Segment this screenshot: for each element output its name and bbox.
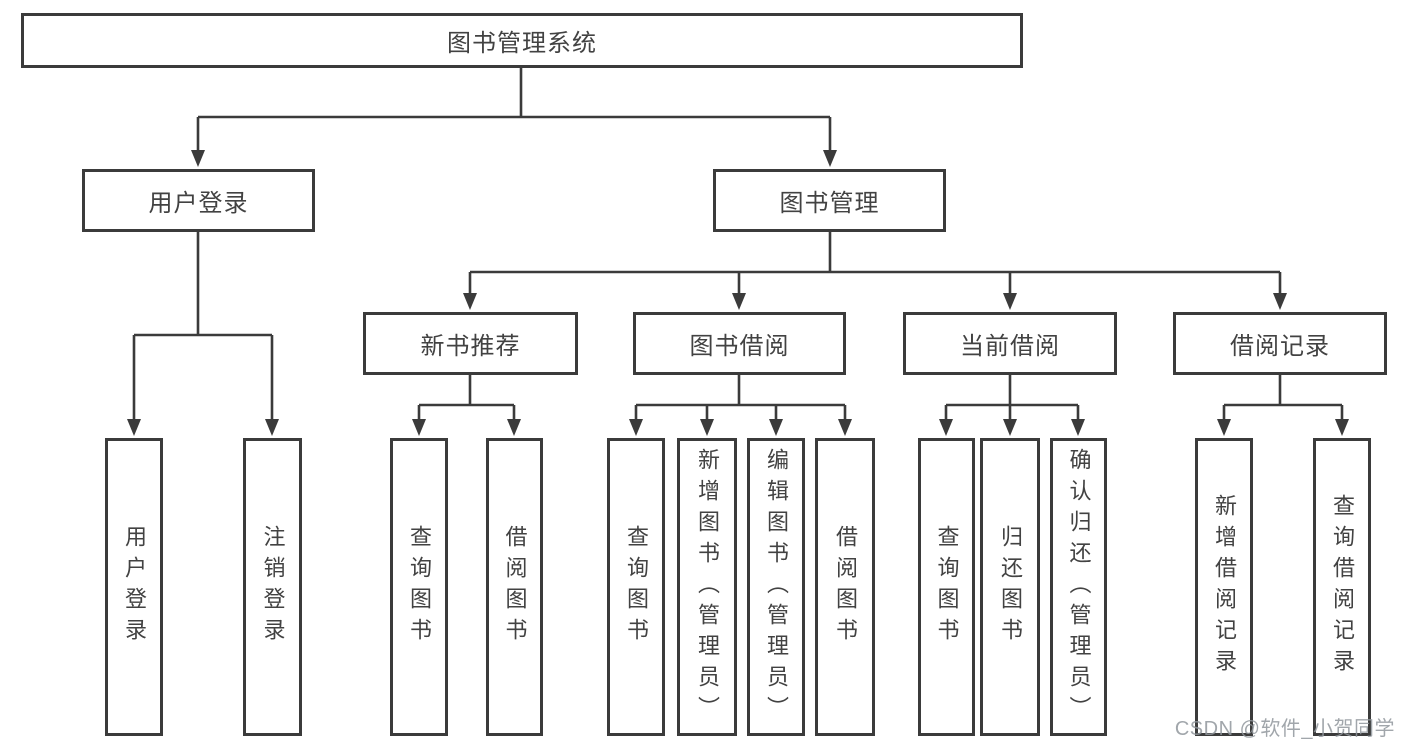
node-borrow-records-label: 借阅记录 [1230,333,1330,360]
connector-root-to-level2 [196,68,832,153]
leaf-user-login: 用户登录 [105,438,163,736]
node-book-management: 图书管理 [713,169,946,232]
node-book-management-label: 图书管理 [779,190,880,217]
leaf-bb-borrow-book-label: 借阅图书 [833,525,858,649]
connector-borrow-records-branch [1222,375,1344,421]
leaf-br-query-record-label: 查询借阅记录 [1330,494,1355,680]
leaf-br-add-record: 新增借阅记录 [1195,438,1253,736]
leaf-br-query-record: 查询借阅记录 [1313,438,1371,736]
leaf-bb-query-book-label: 查询图书 [624,525,649,649]
leaf-bb-add-book-admin-label: 新增图书（管理员） [695,447,720,727]
node-current-borrow-label: 当前借阅 [960,333,1060,360]
leaf-bb-edit-book-admin: 编辑图书（管理员） [747,438,805,736]
leaf-bb-add-book-admin: 新增图书（管理员） [677,438,737,736]
node-root-label: 图书管理系统 [447,30,597,57]
connector-book-mgmt-branch [468,232,1282,295]
node-new-book-recommend-label: 新书推荐 [420,333,521,360]
leaf-user-login-label: 用户登录 [122,525,147,649]
connector-user-login-branch [132,232,274,421]
node-user-login: 用户登录 [82,169,315,232]
node-book-borrow-label: 图书借阅 [689,333,790,360]
connector-new-book-branch [417,375,516,421]
leaf-nb-query-book: 查询图书 [390,438,448,736]
connector-book-borrow-branch [634,375,847,421]
node-borrow-records: 借阅记录 [1173,312,1387,375]
leaf-cb-query-book: 查询图书 [918,438,975,736]
leaf-nb-borrow-book-label: 借阅图书 [502,525,528,649]
watermark: CSDN @软件_小贺同学 [1174,718,1395,740]
connector-current-borrow-branch [944,375,1080,421]
leaf-logout-label: 注销登录 [260,525,286,649]
leaf-br-add-record-label: 新增借阅记录 [1212,494,1237,680]
leaf-cb-confirm-return-admin: 确认归还（管理员） [1050,438,1107,736]
node-current-borrow: 当前借阅 [903,312,1117,375]
node-book-borrow: 图书借阅 [633,312,846,375]
node-user-login-label: 用户登录 [148,190,249,217]
leaf-cb-query-book-label: 查询图书 [934,525,960,649]
leaf-logout: 注销登录 [243,438,302,736]
leaf-nb-query-book-label: 查询图书 [407,525,432,649]
leaf-bb-edit-book-admin-label: 编辑图书（管理员） [764,447,789,727]
node-root: 图书管理系统 [21,13,1023,68]
leaf-cb-return-book: 归还图书 [980,438,1040,736]
leaf-bb-borrow-book: 借阅图书 [815,438,875,736]
node-new-book-recommend: 新书推荐 [363,312,578,375]
leaf-cb-confirm-return-admin-label: 确认归还（管理员） [1066,447,1092,727]
leaf-nb-borrow-book: 借阅图书 [486,438,543,736]
leaf-bb-query-book: 查询图书 [607,438,665,736]
leaf-cb-return-book-label: 归还图书 [998,525,1023,649]
